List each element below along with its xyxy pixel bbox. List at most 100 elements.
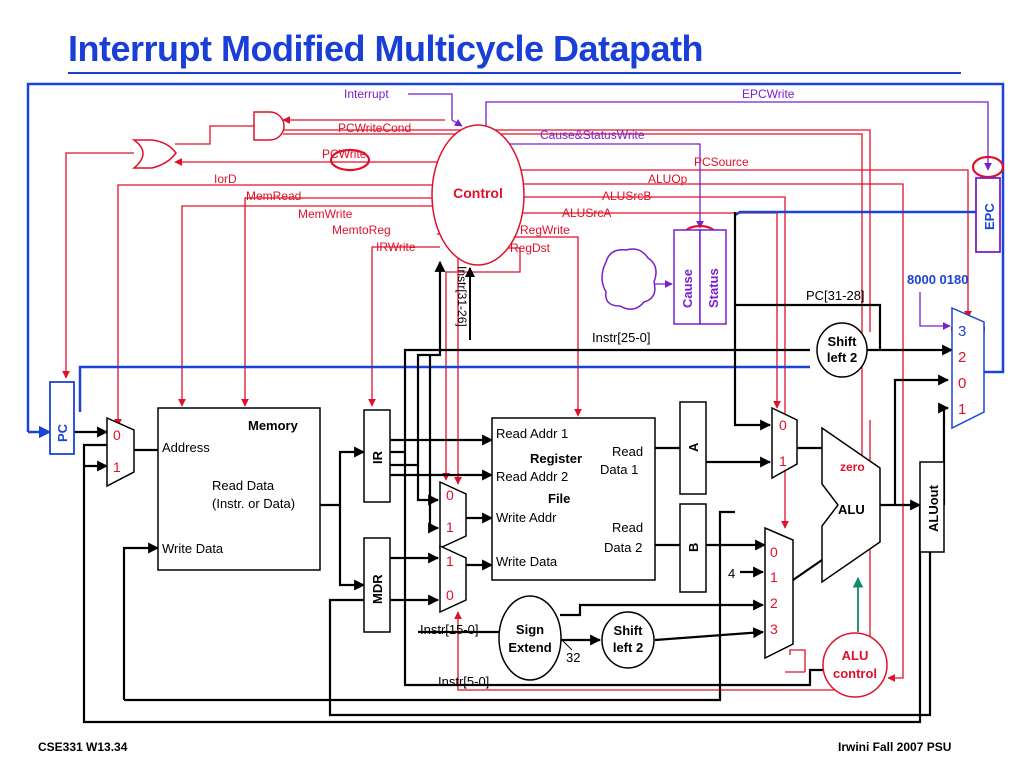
width-32-label: 32 [566, 650, 580, 665]
pc-mux-input-1: 1 [113, 459, 121, 475]
memory [157, 407, 321, 571]
label-cause-status-write: Cause&StatusWrite [540, 128, 645, 142]
memtoreg-mux [439, 544, 467, 614]
pc-mux-input-0: 0 [113, 427, 121, 443]
label-aluop: ALUOp [648, 172, 688, 186]
epc-wires [26, 82, 1005, 439]
regfile-read-addr-1: Read Addr 1 [496, 426, 568, 441]
label-regwrite: RegWrite [520, 223, 570, 237]
shift-left-jump-label-2: left 2 [827, 350, 857, 365]
pcsource-mux [951, 306, 985, 430]
interrupt-source-blob [601, 248, 657, 310]
sign-extend-label-2: Extend [508, 640, 551, 655]
control-label: Control [453, 185, 503, 201]
alusrca-mux [771, 406, 798, 480]
memory-read-data-2: (Instr. or Data) [212, 496, 295, 511]
control-signal-labels: PCWriteCond PCWrite IorD MemRead MemWrit… [214, 121, 749, 255]
epc-register [975, 177, 1001, 253]
alusrca-mux-input-1: 1 [779, 453, 787, 469]
regfile-read-data-1b: Data 1 [600, 462, 638, 477]
alu-out-register [919, 461, 945, 553]
pc-31-28-label: PC[31-28] [806, 288, 865, 303]
memory-read-data-1: Read Data [212, 478, 275, 493]
memtoreg-mux-input-0: 0 [446, 587, 454, 603]
mdr-label: MDR [370, 574, 385, 604]
pcsource-mux-input-0: 0 [958, 375, 966, 392]
reg-b-label: B [686, 543, 701, 552]
highlight-pcwrite [329, 148, 371, 172]
alusrcb-mux-input-2: 2 [770, 595, 778, 611]
shift-left-jump-label-1: Shift [828, 334, 858, 349]
pc-label: PC [55, 423, 70, 442]
label-iord: IorD [214, 172, 237, 186]
sign-extend [498, 595, 562, 681]
regfile-write-addr: Write Addr [496, 510, 557, 525]
alusrcb-mux-input-3: 3 [770, 621, 778, 637]
memory-write-data: Write Data [162, 541, 224, 556]
interrupt-signal-labels: Interrupt EPCWrite Cause&StatusWrite [344, 87, 795, 142]
label-memwrite: MemWrite [298, 207, 353, 221]
label-alusrca: ALUSrcA [562, 206, 611, 220]
regfile-read-data-2b: Data 2 [604, 540, 642, 555]
mdr-register [363, 537, 391, 633]
pcsource-mux-input-3: 3 [958, 323, 966, 340]
alusrcb-mux [764, 526, 794, 660]
label-interrupt: Interrupt [344, 87, 389, 101]
regdst-mux-input-0: 0 [446, 487, 454, 503]
label-pcwrite: PCWrite [322, 147, 367, 161]
alusrcb-mux-input-1: 1 [770, 569, 778, 585]
instr-15-0-label: Instr[15-0] [420, 622, 479, 637]
or-gate [131, 139, 177, 169]
alu-label: ALU [838, 502, 865, 517]
and-gate [253, 111, 285, 141]
memtoreg-mux-input-1: 1 [446, 553, 454, 569]
alu-control-label-1: ALU [842, 648, 869, 663]
label-memread: MemRead [246, 189, 301, 203]
label-irwrite: IRWrite [376, 240, 416, 254]
alu [821, 426, 881, 584]
label-memtoreg: MemtoReg [332, 223, 391, 237]
alu-zero-label: zero [840, 460, 865, 474]
shift-left-branch-label-2: left 2 [613, 640, 643, 655]
footer-course: CSE331 W13.34 [38, 740, 128, 754]
ir-label: IR [370, 450, 385, 464]
slide-title: Interrupt Modified Multicycle Datapath [68, 28, 704, 69]
pc-mux [106, 416, 135, 488]
reg-a-label: A [686, 442, 701, 452]
regfile-write-data: Write Data [496, 554, 558, 569]
alu-control [822, 632, 888, 698]
regfile-read-data-1a: Read [612, 444, 643, 459]
shift-left-2-branch [601, 611, 655, 669]
cause-label: Cause [680, 269, 695, 308]
label-pcwritecond: PCWriteCond [338, 121, 411, 135]
opcode-label: Instr[31-26] [455, 266, 469, 327]
sign-extend-label-1: Sign [516, 622, 544, 637]
footer-credit: Irwini Fall 2007 PSU [838, 740, 952, 754]
alusrca-mux-input-0: 0 [779, 417, 787, 433]
ir-register [363, 409, 391, 503]
alu-control-label-2: control [833, 666, 877, 681]
regfile-title-1: Register [530, 451, 582, 466]
alu-out-label: ALUout [926, 484, 941, 532]
shift-left-branch-label-1: Shift [614, 623, 644, 638]
highlight-epcwrite [971, 155, 1005, 179]
pcsource-mux-input-2: 2 [958, 349, 966, 366]
regdst-mux-input-1: 1 [446, 519, 454, 535]
title-underline [68, 72, 961, 74]
register-file [491, 417, 656, 581]
label-regdst: RegDst [510, 241, 551, 255]
control-unit [431, 124, 525, 266]
alusrcb-mux-input-0: 0 [770, 544, 778, 560]
status-register [699, 229, 727, 325]
const-4-label: 4 [728, 566, 735, 581]
memory-address: Address [162, 440, 210, 455]
epc-label: EPC [982, 203, 997, 230]
label-alusrcb: ALUSrcB [602, 189, 651, 203]
instr-25-0-label: Instr[25-0] [592, 330, 651, 345]
pcsource-mux-input-1: 1 [958, 401, 966, 418]
regdst-mux [439, 480, 467, 550]
cause-register [673, 229, 701, 325]
regfile-read-data-2a: Read [612, 520, 643, 535]
regfile-title-2: File [548, 491, 570, 506]
shift-left-2-jump [816, 322, 868, 378]
